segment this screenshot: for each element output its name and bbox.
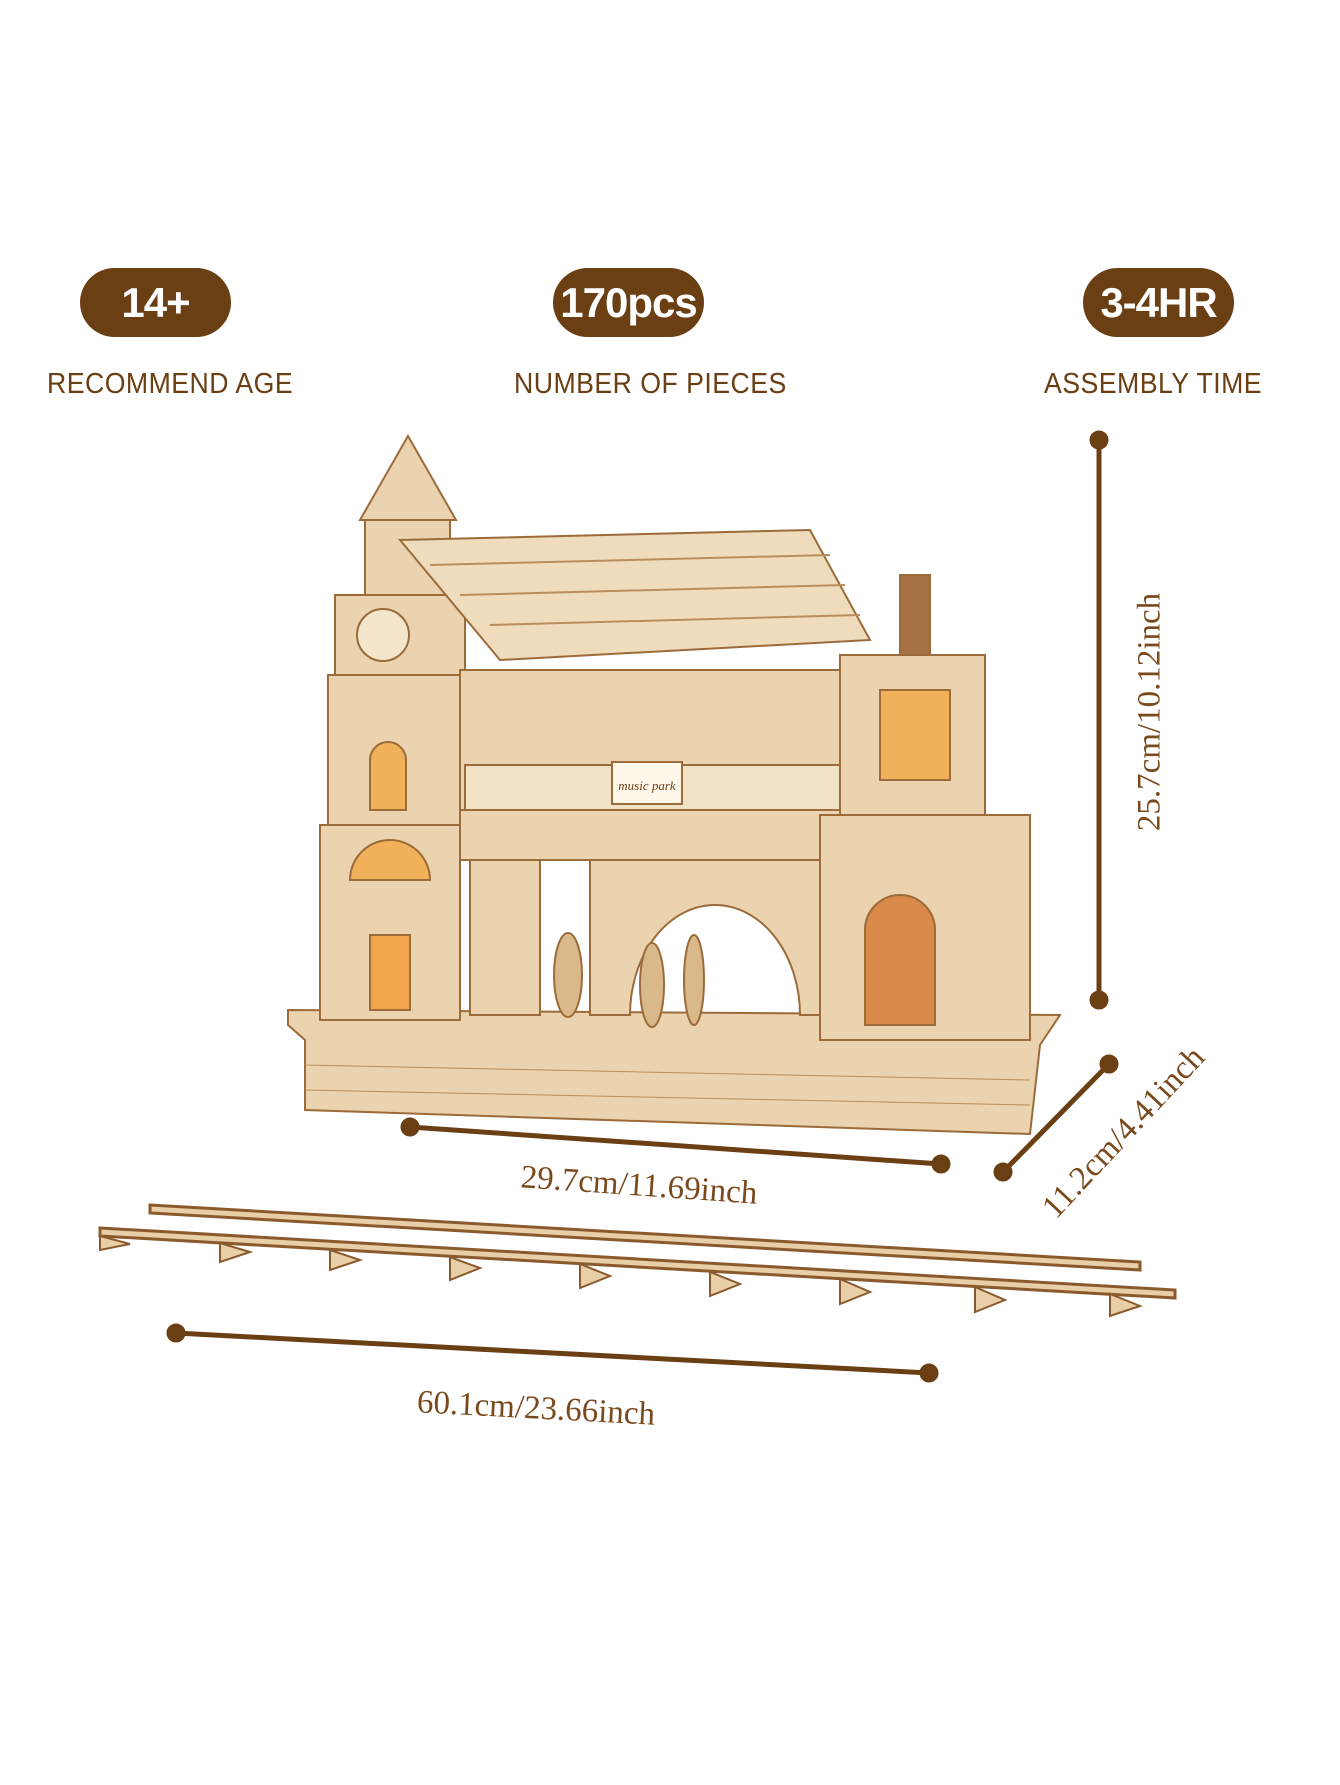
music-park-sign: music park bbox=[618, 778, 676, 793]
dimension-lines bbox=[166, 430, 1119, 1383]
time-label: ASSEMBLY TIME bbox=[1044, 368, 1263, 400]
age-label: RECOMMEND AGE bbox=[47, 368, 294, 400]
age-badge: 14+ bbox=[80, 268, 231, 337]
track-rails bbox=[98, 1203, 1177, 1318]
time-badge: 3-4HR bbox=[1083, 268, 1234, 337]
wooden-station-model bbox=[287, 433, 1062, 1136]
pieces-label: NUMBER OF PIECES bbox=[514, 368, 787, 400]
pieces-badge: 170pcs bbox=[553, 268, 704, 337]
height-dimension-label: 25.7cm/10.12inch bbox=[1131, 592, 1168, 832]
